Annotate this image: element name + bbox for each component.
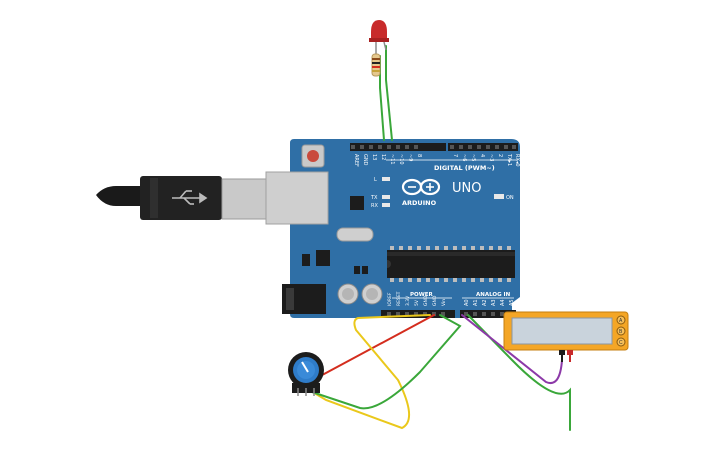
power-pin[interactable]: [423, 312, 427, 316]
pin-tx1[interactable]: [504, 145, 508, 149]
pin-10[interactable]: [396, 145, 400, 149]
potentiometer[interactable]: [288, 352, 324, 396]
power-pin-label: 5V: [414, 299, 420, 306]
led-l-label: L: [374, 177, 377, 183]
pin-13[interactable]: [369, 145, 373, 149]
pin-label: 2: [497, 154, 503, 157]
analog-pin[interactable]: [491, 312, 495, 316]
led-on: [494, 194, 504, 199]
rx-label: RX: [371, 203, 378, 209]
power-pin[interactable]: [414, 312, 418, 316]
power-header-label: POWER: [410, 292, 434, 298]
pin-label: ~11: [389, 154, 395, 165]
power-pin-label: Vin: [441, 299, 447, 306]
analog-pin[interactable]: [473, 312, 477, 316]
pin-6[interactable]: [459, 145, 463, 149]
pin-aref[interactable]: [351, 145, 355, 149]
usb-chip: [350, 196, 364, 210]
power-pin-label: 3.3V: [405, 295, 411, 306]
pin-label: ~9: [407, 154, 413, 161]
analog-pin[interactable]: [500, 312, 504, 316]
power-pin[interactable]: [441, 312, 445, 316]
pin-4[interactable]: [477, 145, 481, 149]
power-pin-label: RESET: [396, 291, 402, 306]
arduino-logo: [401, 178, 441, 196]
pin-label: 7: [452, 154, 458, 157]
pin-5[interactable]: [468, 145, 472, 149]
resistor[interactable]: [371, 53, 381, 77]
regulator: [316, 250, 330, 266]
wire-green-lcd[interactable]: [467, 314, 571, 431]
analog-header-label: ANALOG IN: [476, 292, 511, 298]
pin-gnd[interactable]: [360, 145, 364, 149]
lcd-pin-b: B: [619, 329, 623, 335]
wire-green-pot[interactable]: [311, 314, 462, 410]
lcd-pin-a: A: [619, 318, 623, 324]
digital-header-right: [448, 143, 518, 151]
pin-7[interactable]: [450, 145, 454, 149]
crystal: [336, 227, 374, 242]
analog-pin[interactable]: [464, 312, 468, 316]
digital-header-label: DIGITAL (PWM~): [434, 164, 495, 172]
power-pin[interactable]: [432, 312, 436, 316]
power-pin-label: GND: [432, 295, 438, 306]
pin-9[interactable]: [405, 145, 409, 149]
pin-label: 12: [380, 154, 386, 160]
lcd-module[interactable]: A B C: [503, 311, 629, 362]
power-pin[interactable]: [387, 312, 391, 316]
analog-pin[interactable]: [482, 312, 486, 316]
pin-3[interactable]: [486, 145, 490, 149]
lcd-screen: [511, 317, 613, 345]
power-pin[interactable]: [405, 312, 409, 316]
analog-pin-label: A1: [473, 299, 479, 306]
board-brand: ARDUINO: [402, 199, 437, 207]
pin-8[interactable]: [414, 145, 418, 149]
pin-2[interactable]: [495, 145, 499, 149]
analog-pin-label: A0: [464, 299, 470, 306]
board-name: UNO: [452, 181, 481, 196]
tx-label: TX: [370, 195, 378, 201]
on-label: ON: [506, 195, 514, 201]
pin-label: ~5: [470, 154, 476, 161]
led-rx: [382, 203, 390, 207]
wire-purple-a0[interactable]: [461, 314, 563, 384]
pin-label: TX▸1: [506, 153, 512, 166]
pin-label: ~3: [488, 154, 494, 161]
usb-port: [265, 171, 329, 225]
pin-label: 8: [416, 154, 422, 157]
usb-cable[interactable]: [96, 176, 267, 220]
pin-label: 13: [371, 154, 377, 160]
pin-label: ~10: [398, 154, 404, 165]
lcd-pin-c: C: [619, 340, 623, 346]
analog-header: [460, 310, 516, 318]
analog-pin-label: A5: [509, 299, 515, 306]
power-pin-label: IOREF: [387, 292, 393, 306]
power-pin-label: GND: [423, 295, 429, 306]
wire-led-pin13[interactable]: [385, 45, 393, 141]
led-l: [382, 177, 390, 181]
wire-resistor-gnd[interactable]: [379, 55, 385, 141]
pin-label: ~6: [461, 154, 467, 161]
analog-pin-label: A2: [482, 299, 488, 306]
pin-label: GND: [362, 154, 368, 166]
wire-yellow-gnd[interactable]: [315, 314, 431, 430]
analog-pin-label: A3: [491, 299, 497, 306]
usb-icon: [172, 190, 208, 205]
pin-12[interactable]: [378, 145, 382, 149]
pin-label: 4: [479, 154, 485, 157]
pin-11[interactable]: [387, 145, 391, 149]
led-tx: [382, 195, 390, 199]
analog-pin-label: A4: [500, 299, 506, 306]
pin-label: AREF: [353, 154, 359, 167]
pin-rx0[interactable]: [512, 145, 516, 149]
power-pin[interactable]: [396, 312, 400, 316]
